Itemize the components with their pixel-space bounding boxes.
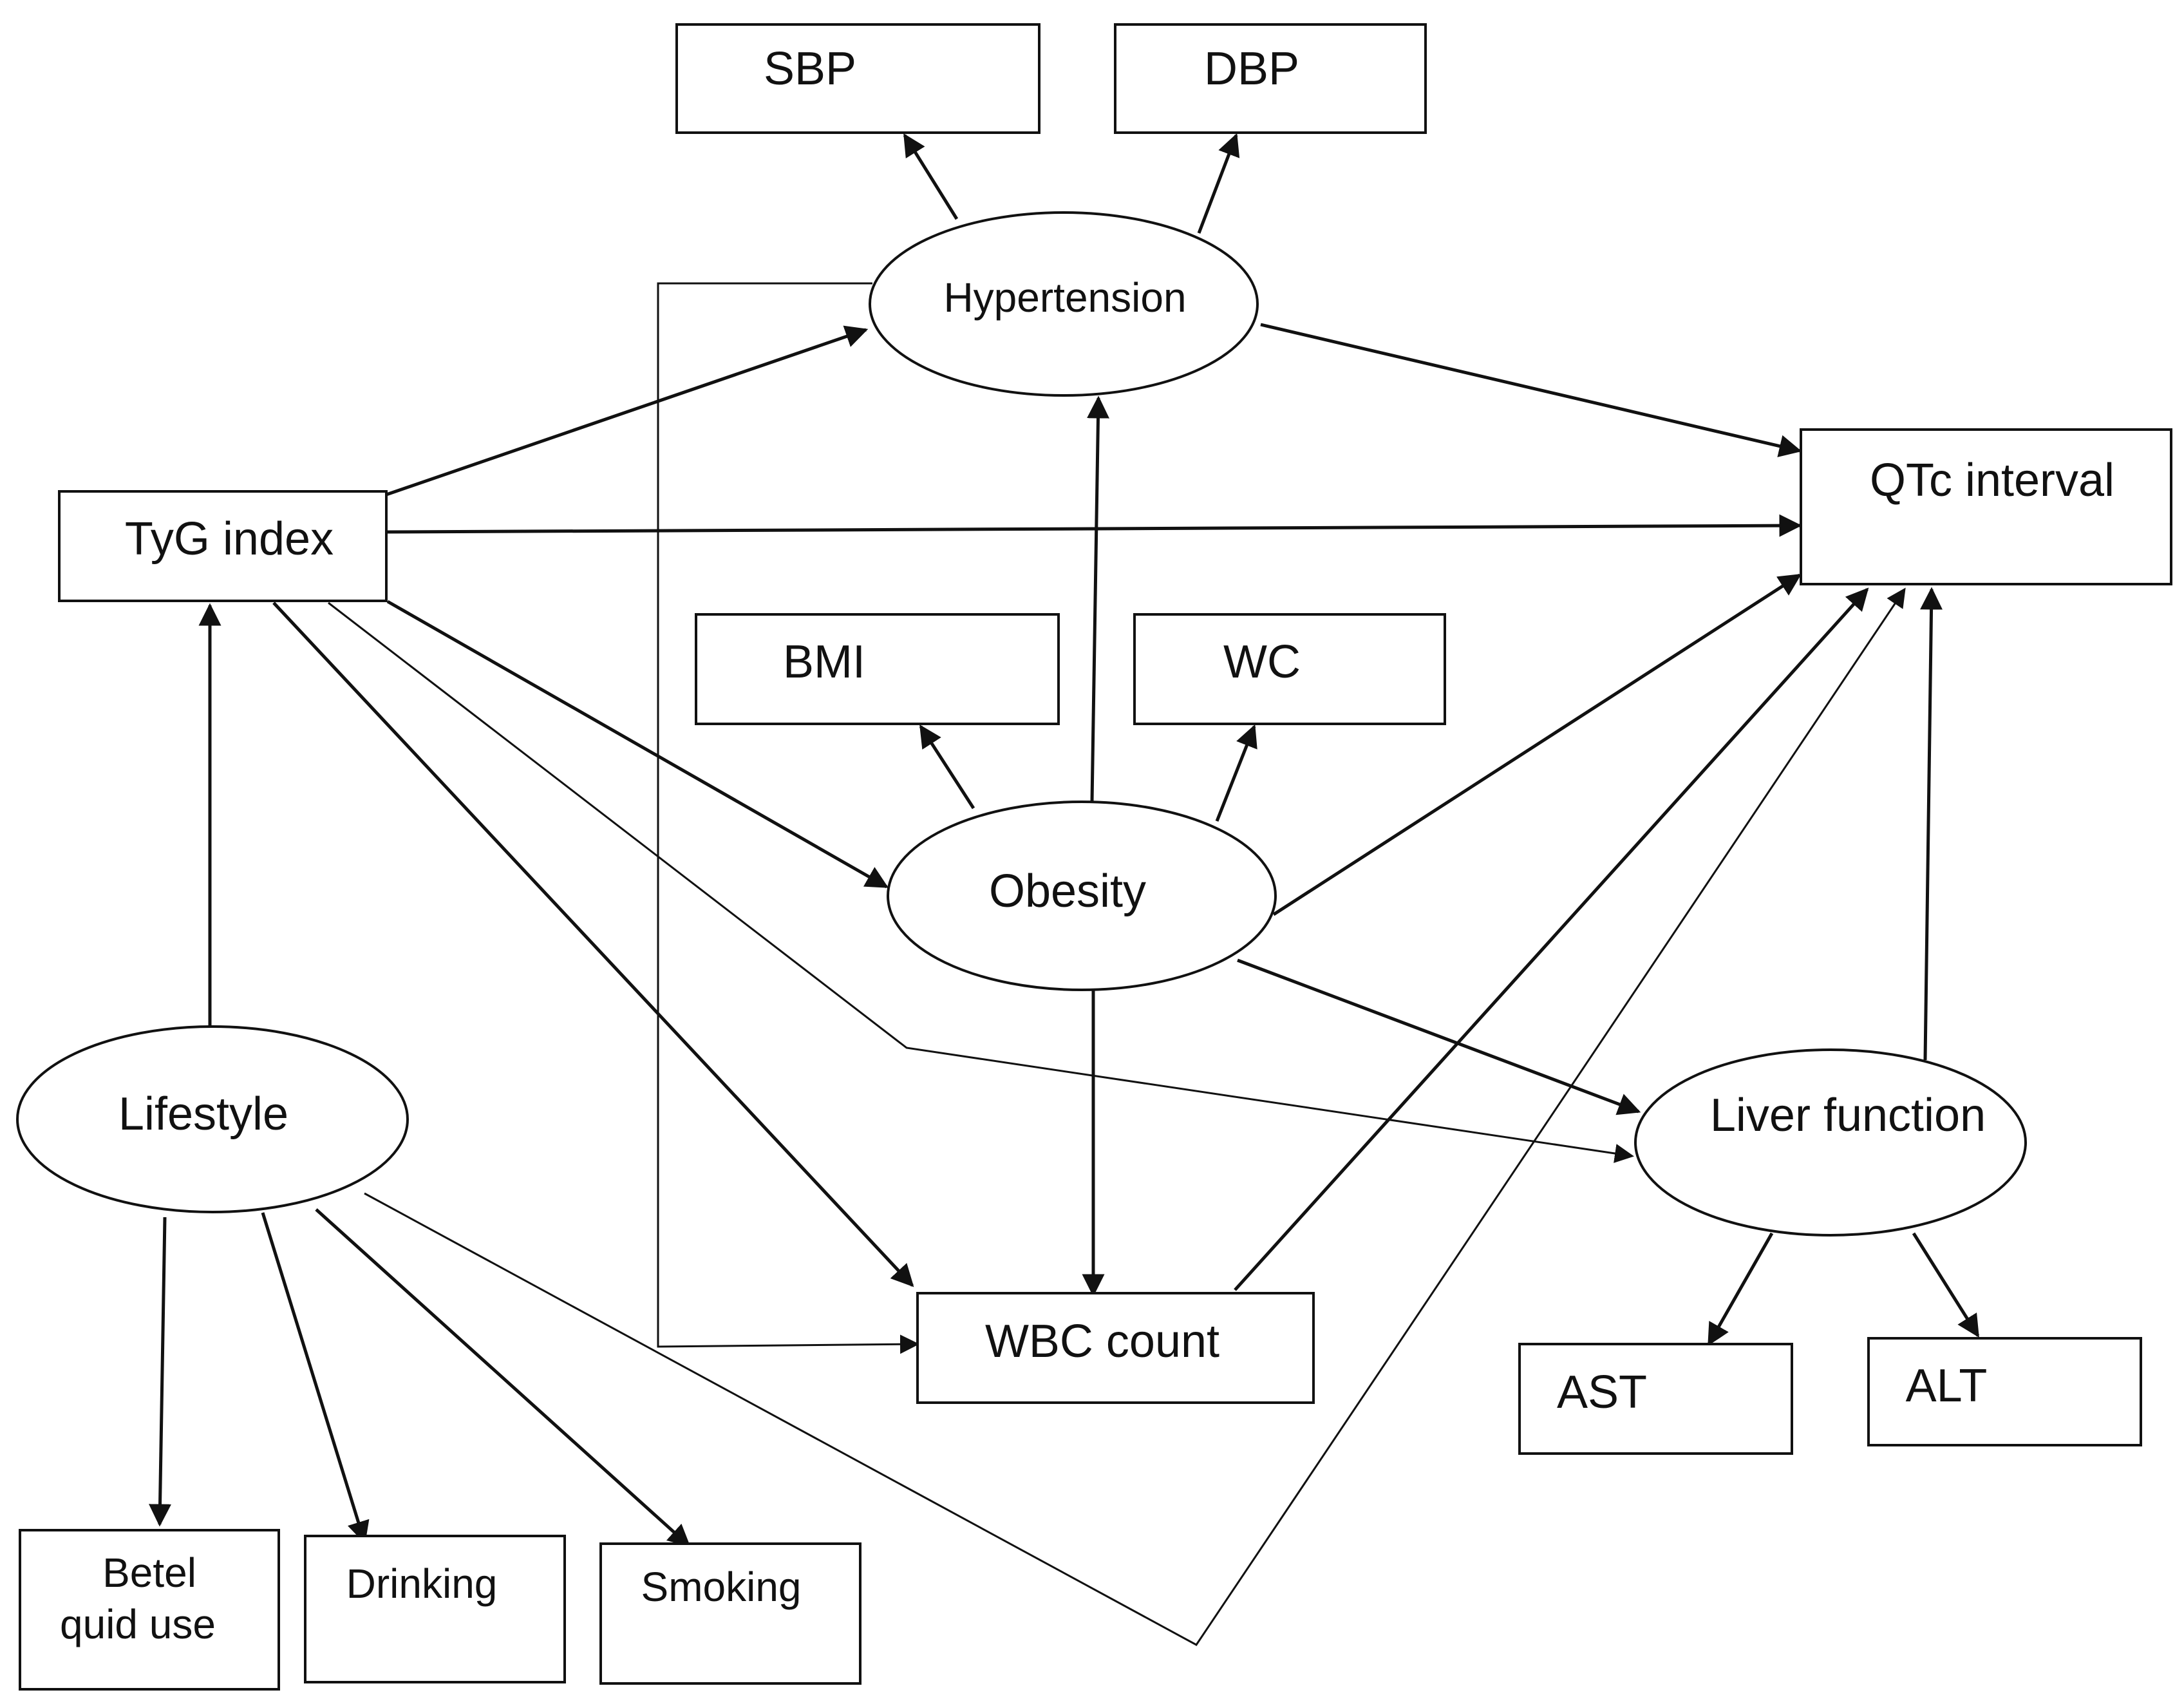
edge-hypertension-to-dbp bbox=[1197, 133, 1240, 234]
node-sbp-label: SBP bbox=[764, 43, 856, 95]
node-lifestyle-label: Lifestyle bbox=[118, 1088, 288, 1140]
node-obesity-label: Obesity bbox=[989, 866, 1146, 917]
node-wc-label: WC bbox=[1223, 636, 1301, 688]
node-ast: AST bbox=[1518, 1343, 1793, 1455]
node-betel-quid-use: Betel quid use bbox=[19, 1529, 280, 1691]
edge-wbc-to-qtc bbox=[1234, 587, 1869, 1291]
node-wbc-count-label: WBC count bbox=[985, 1316, 1219, 1367]
node-bmi-label: BMI bbox=[783, 636, 865, 688]
node-betel-label-line1: Betel bbox=[102, 1550, 196, 1596]
edge-tyg-to-wbc bbox=[272, 602, 914, 1287]
edge-hypertension-to-wbc bbox=[657, 282, 919, 1354]
node-bmi: BMI bbox=[695, 613, 1060, 725]
edge-hypertension-to-sbp bbox=[903, 133, 959, 220]
edge-hypertension-to-qtc bbox=[1260, 323, 1802, 457]
node-qtc-interval: QTc interval bbox=[1800, 428, 2172, 585]
node-wc: WC bbox=[1133, 613, 1446, 725]
edge-tyg-to-hypertension bbox=[386, 325, 869, 497]
node-lifestyle: Lifestyle bbox=[16, 1025, 409, 1213]
node-alt: ALT bbox=[1867, 1337, 2142, 1446]
edge-liver-to-ast bbox=[1707, 1232, 1774, 1347]
node-tyg-index-label: TyG index bbox=[125, 513, 334, 565]
node-drinking: Drinking bbox=[304, 1535, 566, 1683]
edge-obesity-to-wc bbox=[1215, 724, 1257, 822]
node-tyg-index: TyG index bbox=[58, 490, 388, 602]
edge-liver-to-alt bbox=[1912, 1232, 1980, 1338]
edge-lifestyle-to-drinking bbox=[261, 1212, 370, 1544]
node-betel-label-line2: quid use bbox=[60, 1601, 216, 1647]
node-liver-function-label: Liver function bbox=[1710, 1090, 1986, 1141]
edge-obesity-to-qtc bbox=[1272, 573, 1802, 916]
edge-obesity-to-liver bbox=[1237, 958, 1641, 1115]
edge-obesity-to-hypertension bbox=[1086, 395, 1109, 802]
node-smoking: Smoking bbox=[599, 1542, 861, 1685]
node-drinking-label: Drinking bbox=[346, 1560, 498, 1607]
node-qtc-interval-label: QTc interval bbox=[1870, 455, 2114, 506]
node-obesity: Obesity bbox=[887, 801, 1277, 991]
node-smoking-label: Smoking bbox=[641, 1564, 802, 1610]
edge-obesity-to-bmi bbox=[919, 725, 975, 810]
node-hypertension-label: Hypertension bbox=[943, 274, 1186, 321]
node-liver-function: Liver function bbox=[1634, 1048, 2027, 1237]
edge-liver-to-qtc bbox=[1920, 587, 1943, 1061]
edge-lifestyle-to-smoking bbox=[315, 1208, 691, 1548]
node-dbp: DBP bbox=[1114, 23, 1427, 134]
edge-tyg-to-qtc bbox=[387, 514, 1802, 537]
node-hypertension: Hypertension bbox=[869, 211, 1259, 397]
edges bbox=[149, 133, 1980, 1646]
node-sbp: SBP bbox=[675, 23, 1040, 134]
node-ast-label: AST bbox=[1557, 1367, 1647, 1418]
edge-lifestyle-to-betel bbox=[149, 1217, 172, 1527]
node-dbp-label: DBP bbox=[1204, 43, 1299, 95]
edge-lifestyle-to-qtc bbox=[364, 587, 1906, 1646]
node-alt-label: ALT bbox=[1906, 1360, 1988, 1412]
edge-tyg-to-obesity bbox=[386, 600, 889, 889]
node-wbc-count: WBC count bbox=[916, 1292, 1315, 1404]
